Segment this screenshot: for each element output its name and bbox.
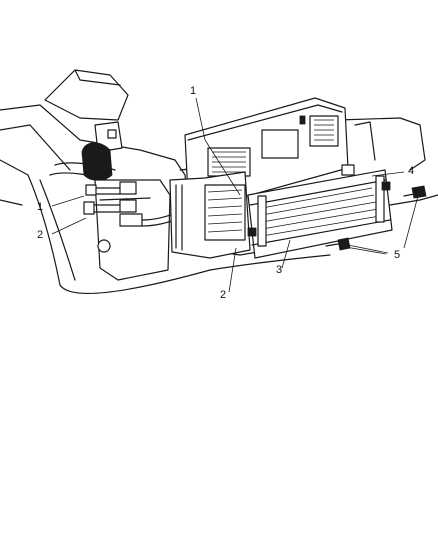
callout-1-top: 1 [190, 85, 197, 97]
callout-4: 4 [408, 165, 415, 177]
trans-housing-block [94, 179, 171, 281]
callout-3: 3 [276, 264, 283, 276]
mounting-bracket [169, 171, 251, 259]
callout-2-bottom: 2 [220, 289, 227, 301]
leader-lines [51, 97, 419, 293]
callout-5: 5 [394, 249, 401, 261]
transmission-oil-cooler [247, 164, 393, 259]
callout-2-left: 2 [37, 229, 44, 241]
callout-1-left: 1 [37, 201, 44, 213]
shifter-housing [44, 69, 129, 183]
